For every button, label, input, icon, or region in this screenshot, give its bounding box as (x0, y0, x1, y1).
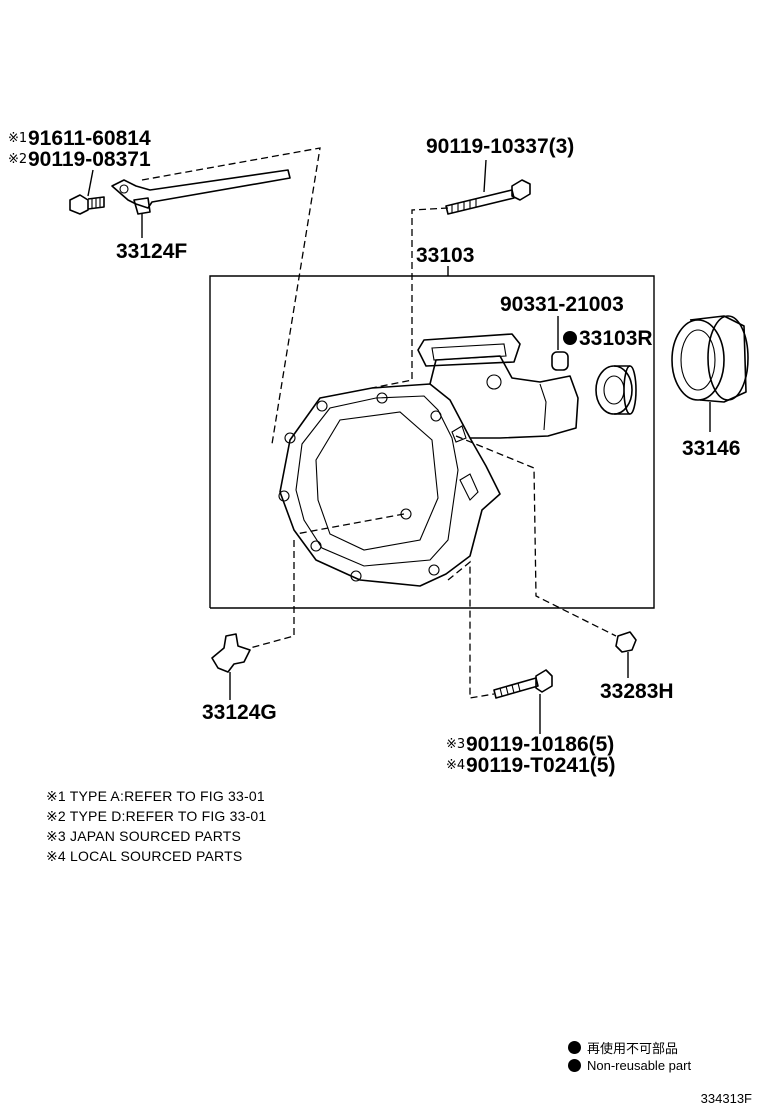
transmission-case-icon (278, 333, 579, 587)
bracket-33124G-icon (211, 633, 251, 700)
bracket-33124F-icon (111, 169, 291, 238)
label-90119-08371[interactable]: 90119-08371 (28, 148, 151, 171)
note-2: ※2 TYPE D:REFER TO FIG 33-01 (46, 808, 267, 824)
label-33146[interactable]: 33146 (682, 437, 740, 460)
dashed-leaders (141, 147, 617, 699)
figure-number: 334313F (700, 1091, 752, 1106)
label-91611-60814[interactable]: 91611-60814 (28, 127, 151, 150)
label-90119-10186[interactable]: 90119-10186(5) (466, 733, 614, 756)
oil-seal-icon (595, 365, 637, 415)
label-mark-2: ※2 (8, 152, 27, 167)
case-assembly-frame (209, 266, 655, 609)
non-reusable-dot-icon (568, 1041, 581, 1054)
breather-icon (615, 631, 637, 678)
legend-jp-text: 再使用不可部品 (587, 1041, 679, 1056)
case-bolt-icon (493, 669, 553, 734)
long-bolt-icon (445, 159, 531, 215)
label-90119-10337[interactable]: 90119-10337(3) (426, 135, 574, 158)
label-33283H[interactable]: 33283H (600, 680, 674, 703)
label-90331-21003[interactable]: 90331-21003 (500, 293, 624, 316)
note-4: ※4 LOCAL SOURCED PARTS (46, 848, 243, 864)
label-33124F[interactable]: 33124F (116, 240, 187, 263)
label-mark-3: ※3 (446, 737, 465, 752)
legend-en-text: Non-reusable part (587, 1058, 692, 1073)
legend-jp: 再使用不可部品 (568, 1038, 678, 1057)
label-33103R[interactable]: 33103R (579, 327, 653, 350)
label-mark-4: ※4 (446, 758, 465, 773)
label-33124G[interactable]: 33124G (202, 701, 277, 724)
note-3: ※3 JAPAN SOURCED PARTS (46, 828, 242, 844)
flange-bolt-icon (69, 169, 105, 215)
non-reusable-dot-icon (563, 331, 577, 345)
label-33103[interactable]: 33103 (416, 244, 474, 267)
plug-icon (551, 316, 569, 371)
note-1: ※1 TYPE A:REFER TO FIG 33-01 (46, 788, 265, 804)
legend-en: Non-reusable part (568, 1058, 691, 1073)
dust-cover-icon (671, 315, 749, 432)
label-mark-1: ※1 (8, 131, 27, 146)
non-reusable-dot-icon (568, 1059, 581, 1072)
label-90119-T0241[interactable]: 90119-T0241(5) (466, 754, 615, 777)
